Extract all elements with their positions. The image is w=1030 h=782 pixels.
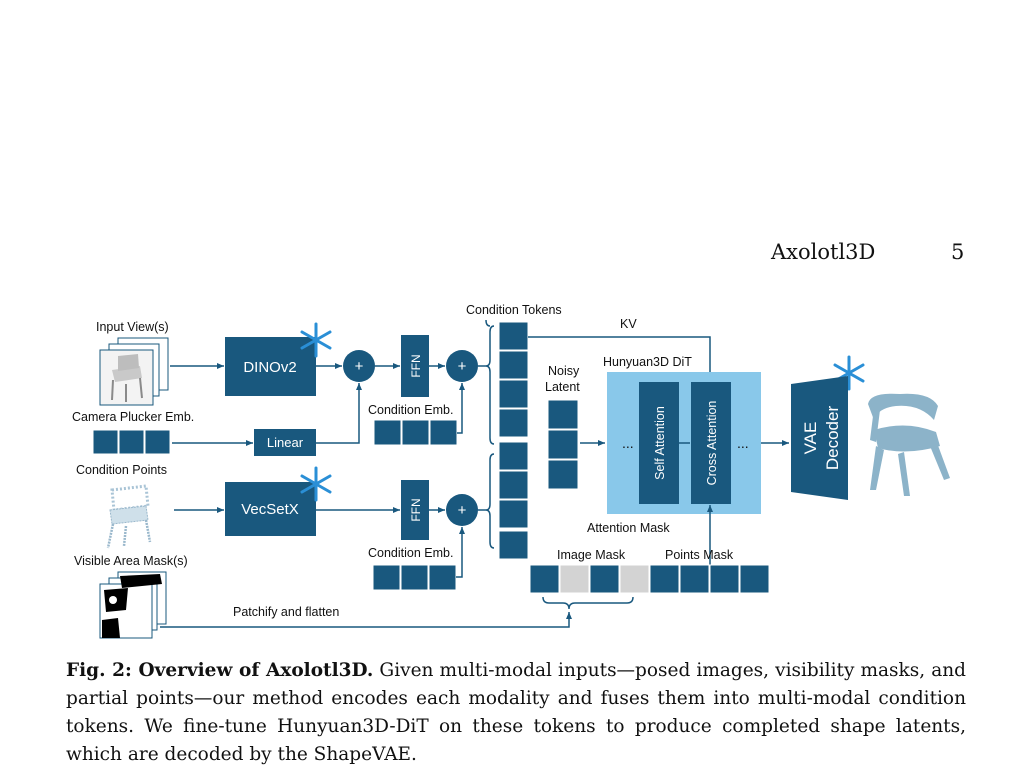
noisy-latent-label-line1: Noisy: [548, 364, 580, 378]
condition-tokens-label: Condition Tokens: [466, 303, 562, 317]
cross-attention-block: [691, 382, 731, 504]
condition-emb-tokens: [373, 419, 458, 446]
add-symbol: +: [458, 502, 467, 519]
self-attention-block: [639, 382, 679, 504]
patchify-label: Patchify and flatten: [233, 605, 339, 619]
visible-mask-images: [99, 571, 167, 639]
add-node: [343, 350, 375, 382]
camera-plucker-tokens: [92, 429, 171, 455]
brace: [478, 453, 495, 549]
linear-block: [254, 429, 316, 456]
visible-mask-label: Visible Area Mask(s): [74, 554, 188, 568]
ellipsis: ...: [622, 435, 634, 451]
condition-emb-tokens: [372, 564, 457, 591]
dit-title: Hunyuan3D DiT: [603, 355, 692, 369]
page-number: 5: [951, 240, 965, 264]
output-chair-image: [868, 393, 950, 496]
patchify-arrow: [160, 612, 572, 628]
ffn-label: FFN: [409, 354, 423, 377]
dinov2-block: [225, 337, 316, 396]
caption-label: Fig. 2: Overview of Axolotl3D.: [66, 660, 374, 681]
ffn-label: FFN: [409, 498, 423, 521]
add-symbol: +: [355, 358, 364, 375]
noisy-latent-label-line2: Latent: [545, 380, 580, 394]
arrow: [316, 383, 362, 444]
snowflake-icon: [300, 466, 332, 502]
dinov2-label: DINOv2: [243, 359, 296, 376]
image-mask-label: Image Mask: [557, 548, 626, 562]
snowflake-icon: [300, 322, 332, 358]
figure-caption: Fig. 2: Overview of Axolotl3D. Given mul…: [66, 657, 966, 769]
ellipsis: ...: [737, 435, 749, 451]
add-node: [446, 494, 478, 526]
condition-points-label: Condition Points: [76, 463, 167, 477]
self-attention-label: Self Attention: [653, 406, 667, 480]
vecsetx-label: VecSetX: [241, 501, 299, 518]
kv-arrow: [528, 336, 713, 380]
add-symbol: +: [458, 358, 467, 375]
vae-label-line1: VAE: [801, 422, 820, 455]
arrow: [456, 527, 465, 578]
running-header-title: Axolotl3D: [771, 240, 876, 264]
linear-label: Linear: [267, 435, 304, 450]
ffn-block: [401, 480, 429, 540]
points-mask-label: Points Mask: [665, 548, 734, 562]
cross-attention-label: Cross Attention: [705, 401, 719, 486]
kv-label: KV: [620, 317, 637, 331]
input-view-label: Input View(s): [96, 320, 169, 334]
arrow: [457, 383, 465, 434]
patchify-brace: [542, 596, 634, 610]
vae-decoder-block: [791, 376, 848, 500]
attention-mask-label: Attention Mask: [587, 521, 670, 535]
condition-tokens-column: [498, 321, 529, 560]
condition-emb-label: Condition Emb.: [368, 403, 453, 417]
caption-text: Given multi-modal inputs—posed images, v…: [66, 660, 967, 765]
vecsetx-block: [225, 482, 316, 536]
add-node: [446, 350, 478, 382]
vae-label-line2: Decoder: [823, 406, 842, 471]
camera-label: Camera Plucker Emb.: [72, 410, 194, 424]
condition-points-image: [106, 484, 152, 549]
ffn-block: [401, 335, 429, 397]
noisy-latent-tokens: [547, 399, 579, 490]
input-view-images: [99, 337, 169, 406]
condition-emb-label: Condition Emb.: [368, 546, 453, 560]
brace: [478, 319, 495, 445]
mask-tokens-row: [529, 564, 770, 594]
